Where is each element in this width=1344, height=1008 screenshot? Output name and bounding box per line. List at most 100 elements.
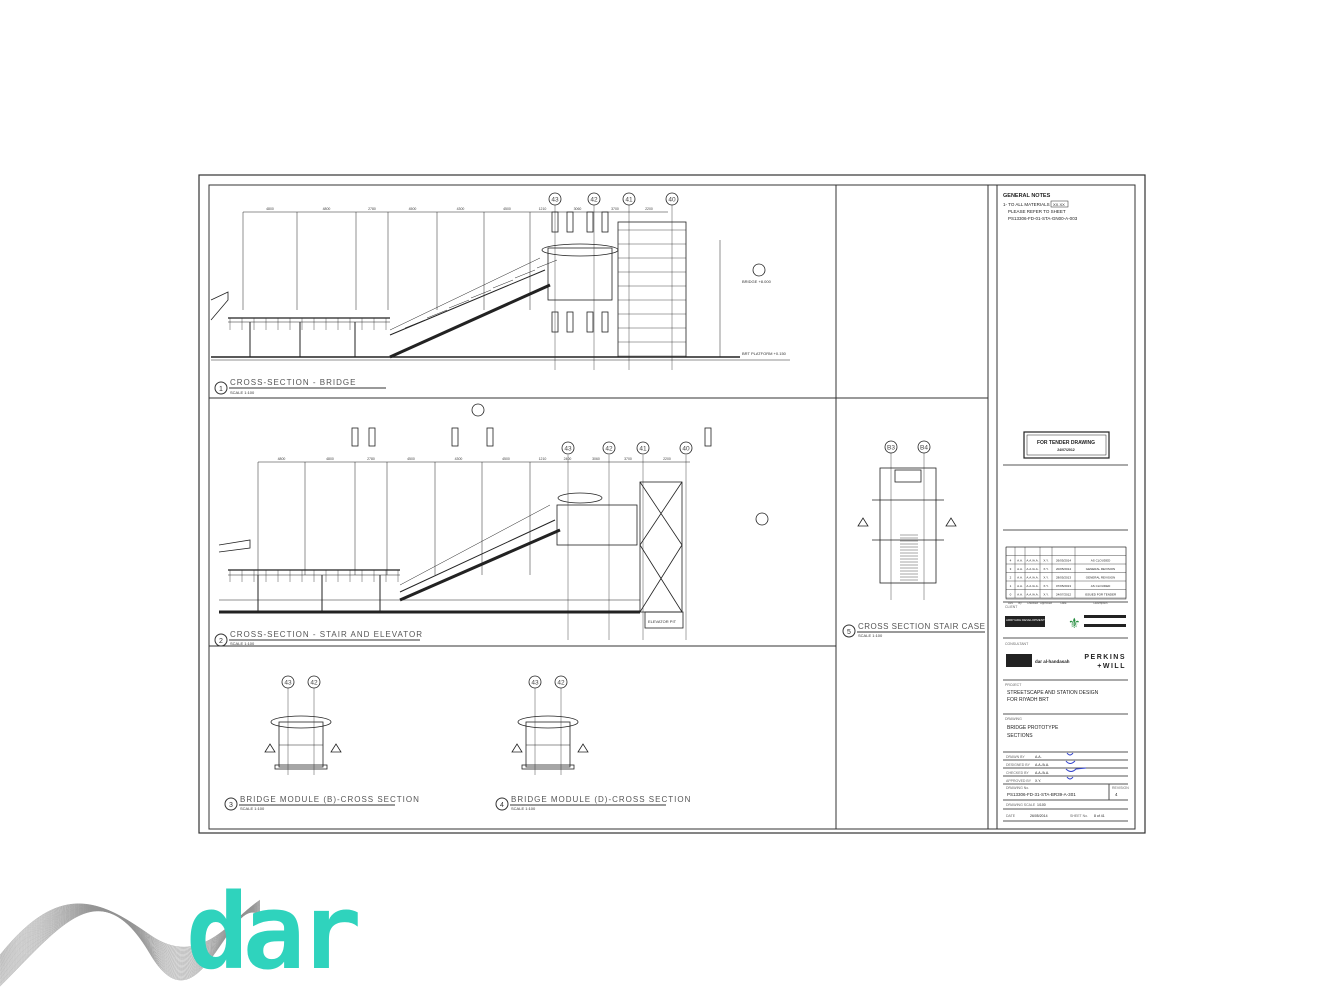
note: PLEASE REFER TO SHEET xyxy=(1008,209,1066,214)
drawing-line xyxy=(639,481,683,546)
tag xyxy=(601,311,609,333)
marker xyxy=(945,517,957,527)
tender-stamp: FOR TENDER DRAWING 24/07/2012 xyxy=(1023,431,1110,459)
approved-by: X.Y. xyxy=(1035,779,1041,783)
dimension-text: 4500 xyxy=(502,457,510,461)
grid-bubble xyxy=(636,441,650,455)
section-title: CROSS-SECTION - BRIDGE xyxy=(230,378,356,387)
table-cell: 24/07/2012 xyxy=(1056,593,1071,597)
section-number: 1 xyxy=(219,386,223,393)
table-cell: X.Y. xyxy=(1043,559,1048,563)
dimension-text: 2400 xyxy=(564,457,572,461)
section-scale: SCALE 1:100 xyxy=(858,633,883,638)
module-deck xyxy=(521,764,575,770)
section-number: 5 xyxy=(847,629,851,636)
grid-label: 42 xyxy=(605,446,613,453)
drawing-line xyxy=(536,259,558,269)
table-cell: 2 xyxy=(1010,576,1012,580)
bridge-roof xyxy=(557,492,603,504)
grid-bubble xyxy=(622,192,636,206)
table-cell: GENERAL REVISION xyxy=(1086,567,1115,571)
module-roof xyxy=(517,715,579,729)
table-header: Approved xyxy=(1040,601,1052,605)
stair-top xyxy=(894,469,922,483)
canopy xyxy=(399,504,551,586)
section-title: CROSS-SECTION - STAIR AND ELEVATOR xyxy=(230,630,423,639)
tag xyxy=(368,427,376,447)
table-cell: X.Y. xyxy=(1043,567,1048,571)
elevator-tower xyxy=(639,481,683,613)
table-cell: X.Y. xyxy=(1043,593,1048,597)
dimension-text: 2200 xyxy=(663,457,671,461)
table-cell: 3 xyxy=(1010,567,1012,571)
grid-bubble xyxy=(665,192,679,206)
section-number: 3 xyxy=(229,802,233,809)
tag xyxy=(601,211,609,233)
table-cell: A.A./A.A. xyxy=(1026,559,1038,563)
wave-line xyxy=(0,910,261,987)
consultant-label: CONSULTANT xyxy=(1005,642,1029,646)
grid-label: 42 xyxy=(310,680,318,687)
table-cell: 28/05/2013 xyxy=(1056,576,1071,580)
dimension-text: 3700 xyxy=(611,207,619,211)
grid-label: 40 xyxy=(668,197,676,204)
marker xyxy=(577,743,589,753)
dimension-text: 3060 xyxy=(592,457,600,461)
checked-by: A.A./A.A. xyxy=(1035,771,1049,775)
tag xyxy=(586,211,594,233)
dimension-text: 2780 xyxy=(367,457,375,461)
section-title-1: 1 CROSS-SECTION - BRIDGE SCALE 1:100 xyxy=(214,378,386,395)
dar-logo-mark xyxy=(1006,654,1032,667)
grid-label: B3 xyxy=(887,445,895,452)
section-title-5: 5 CROSS SECTION STAIR CASE SCALE 1:100 xyxy=(842,622,985,638)
marker xyxy=(264,743,276,753)
dimension-text: 2200 xyxy=(645,207,653,211)
grid-bubble xyxy=(587,192,601,206)
palm-swords-emblem: ⚜ xyxy=(1068,615,1081,631)
table-cell: AS CLOUDED xyxy=(1091,559,1111,563)
marker xyxy=(330,743,342,753)
level-label: ELEVATOR PIT xyxy=(648,619,677,624)
dimension-text: 4500 xyxy=(503,207,511,211)
dimension-text: 4500 xyxy=(407,457,415,461)
stair-flight xyxy=(399,528,561,602)
grid-label: 42 xyxy=(557,680,565,687)
perkins-will-logo: +WILL xyxy=(1097,663,1126,670)
table-cell: A.A./A.A. xyxy=(1026,584,1038,588)
bridge-module xyxy=(556,504,638,546)
drawing-line xyxy=(448,299,470,309)
client-label: CLIENT xyxy=(1005,605,1018,609)
grid-label: 40 xyxy=(682,446,690,453)
tag xyxy=(566,211,574,233)
table-header: Rev xyxy=(1008,601,1014,605)
tag xyxy=(486,427,494,447)
section-number: 2 xyxy=(219,638,223,645)
stamp-date: 24/07/2012 xyxy=(1057,448,1075,452)
bridge-roof xyxy=(541,243,619,257)
section-title-3: 3 BRIDGE MODULE (B)-CROSS SECTION SCALE … xyxy=(224,795,419,811)
field-label: SHEET No. xyxy=(1070,814,1088,818)
drawing-number: PS13306-FD-31-STA-BR39-A-301 xyxy=(1007,792,1076,797)
table-cell: A.A./A.A. xyxy=(1026,567,1038,571)
drawing-scale: 1/100 xyxy=(1037,803,1046,807)
module-frame xyxy=(278,721,324,768)
drawing-date: 26/05/2014 xyxy=(1030,814,1048,818)
table-cell: A.A./A.A. xyxy=(1026,576,1038,580)
grid-label: 42 xyxy=(590,197,598,204)
tag xyxy=(566,311,574,333)
section-scale: SCALE 1:100 xyxy=(230,641,255,646)
section-scale: SCALE 1:100 xyxy=(230,390,255,395)
drawing-line xyxy=(470,289,492,299)
table-cell: A.A. xyxy=(1017,593,1023,597)
dimension-text: 2780 xyxy=(368,207,376,211)
dimension-text: 3060 xyxy=(574,207,582,211)
grid-label: B4 xyxy=(920,445,928,452)
table-cell: AS CLOUDED xyxy=(1091,584,1111,588)
dimension-text: 4800 xyxy=(323,207,331,211)
note-tag: XX.XX xyxy=(1053,202,1065,207)
title-block: GENERAL NOTES 1- TO ALL MATERIALS XX.XX … xyxy=(1003,193,1129,822)
table-cell: 0 xyxy=(1010,593,1012,597)
canopy xyxy=(389,257,541,331)
grid-label: 43 xyxy=(564,446,572,453)
